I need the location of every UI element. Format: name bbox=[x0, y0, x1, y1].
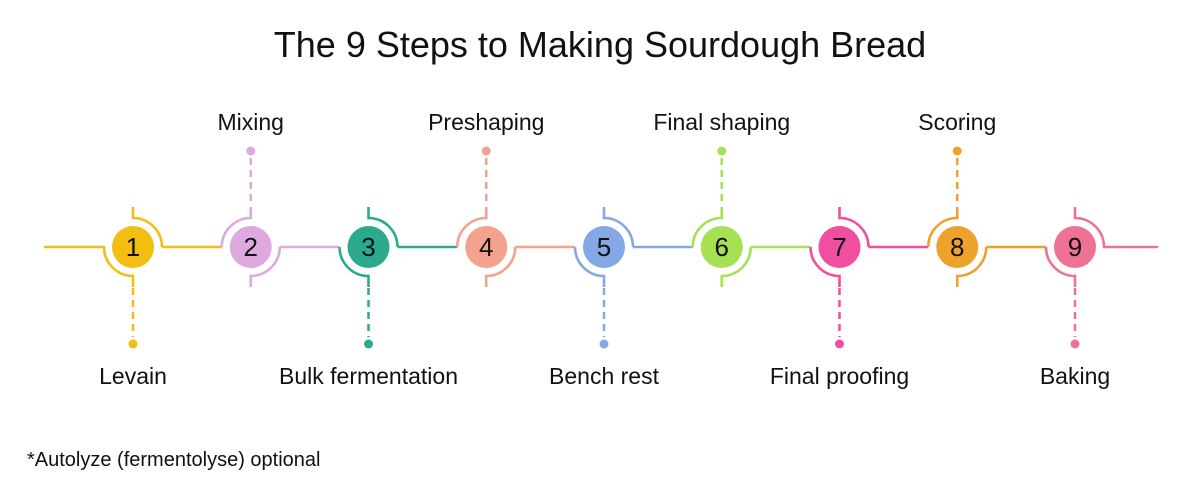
step-circle bbox=[112, 226, 154, 268]
step-ring-arc-right bbox=[1073, 207, 1106, 248]
step-ring-arc-right bbox=[249, 246, 282, 287]
step-ring-arc-right bbox=[131, 207, 164, 248]
step-leader-dot bbox=[481, 146, 491, 156]
step-circle bbox=[347, 226, 390, 268]
step-number: 7 bbox=[832, 232, 846, 262]
page-title: The 9 Steps to Making Sourdough Bread bbox=[273, 24, 927, 65]
step-label: Levain bbox=[99, 363, 167, 389]
step-ring-arc-right bbox=[955, 246, 988, 287]
step-ring-arc-left bbox=[102, 246, 135, 287]
step-ring-arc-left bbox=[220, 207, 253, 248]
step-label: Bench rest bbox=[549, 363, 659, 389]
step-circle bbox=[1054, 226, 1096, 268]
step-circle bbox=[229, 226, 272, 268]
step-ring-arc-left bbox=[809, 246, 841, 287]
step-number: 1 bbox=[126, 232, 140, 262]
step-circle bbox=[465, 226, 508, 268]
step-circle bbox=[700, 226, 743, 268]
step-ring-arc-right bbox=[838, 207, 870, 248]
step-leader-dot bbox=[128, 339, 138, 349]
step-label: Scoring bbox=[918, 109, 997, 135]
step-number: 9 bbox=[1068, 232, 1082, 262]
step-leader-dot bbox=[952, 146, 962, 156]
footnote: *Autolyze (fermentolyse) optional bbox=[27, 449, 321, 471]
step-label: Preshaping bbox=[428, 109, 545, 135]
step-leader-dot bbox=[1070, 339, 1080, 349]
step-leader-dot bbox=[835, 339, 844, 349]
step-label: Final shaping bbox=[653, 109, 791, 135]
step-ring-arc-left bbox=[573, 246, 606, 287]
step-number: 8 bbox=[950, 232, 964, 262]
step-label: Bulk fermentation bbox=[279, 363, 458, 389]
step-ring-arc-right bbox=[720, 246, 753, 287]
step-ring-arc-left bbox=[338, 246, 370, 287]
step-ring-arc-left bbox=[455, 207, 488, 248]
step-ring-arc-left bbox=[1044, 246, 1077, 287]
step-circle bbox=[583, 226, 625, 268]
step-number: 3 bbox=[361, 232, 375, 262]
step-ring-arc-right bbox=[602, 207, 635, 248]
step-leader-dot bbox=[364, 339, 373, 349]
step-number: 2 bbox=[244, 232, 258, 262]
step-label: Final proofing bbox=[769, 363, 910, 389]
step-ring-arc-right bbox=[484, 246, 517, 287]
step-leader-dot bbox=[246, 146, 256, 156]
step-circle bbox=[936, 226, 979, 268]
step-number: 6 bbox=[715, 232, 729, 262]
step-leader-dot bbox=[717, 146, 727, 156]
step-circle bbox=[818, 226, 861, 268]
step-ring-arc-left bbox=[691, 207, 724, 248]
step-label: Baking bbox=[1039, 363, 1111, 389]
step-leader-dot bbox=[599, 339, 609, 349]
step-label: Mixing bbox=[217, 109, 284, 135]
step-number: 4 bbox=[479, 232, 493, 262]
step-number: 5 bbox=[597, 232, 611, 262]
step-ring-arc-left bbox=[926, 207, 959, 248]
step-ring-arc-right bbox=[367, 207, 399, 248]
